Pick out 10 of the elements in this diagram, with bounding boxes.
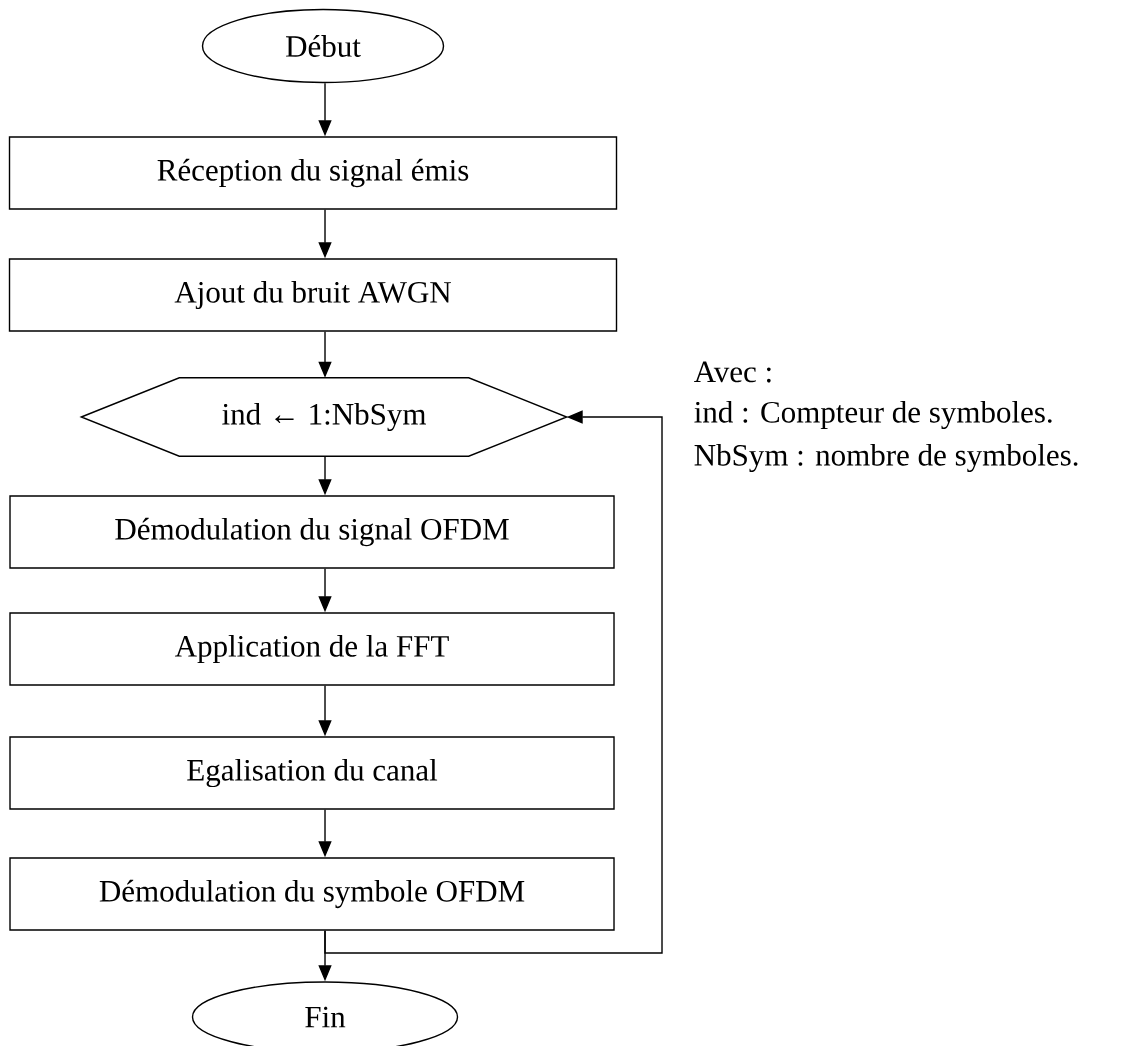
process-box: Ajout du bruit AWGN — [8, 258, 618, 332]
arrow — [324, 410, 663, 954]
process-box: Application de la FFT — [9, 612, 615, 686]
process-box: Egalisation du canal — [9, 736, 615, 810]
note-text: Avec : — [694, 361, 771, 383]
note-text: NbSym : nombre de symboles. — [694, 443, 1078, 473]
note-text: ind : Compteur de symboles. — [694, 400, 1052, 430]
process-box: Réception du signal émis — [8, 136, 618, 210]
process-box: Démodulation du signal OFDM — [9, 495, 615, 569]
process-box: Démodulation du symbole OFDM — [9, 857, 615, 931]
